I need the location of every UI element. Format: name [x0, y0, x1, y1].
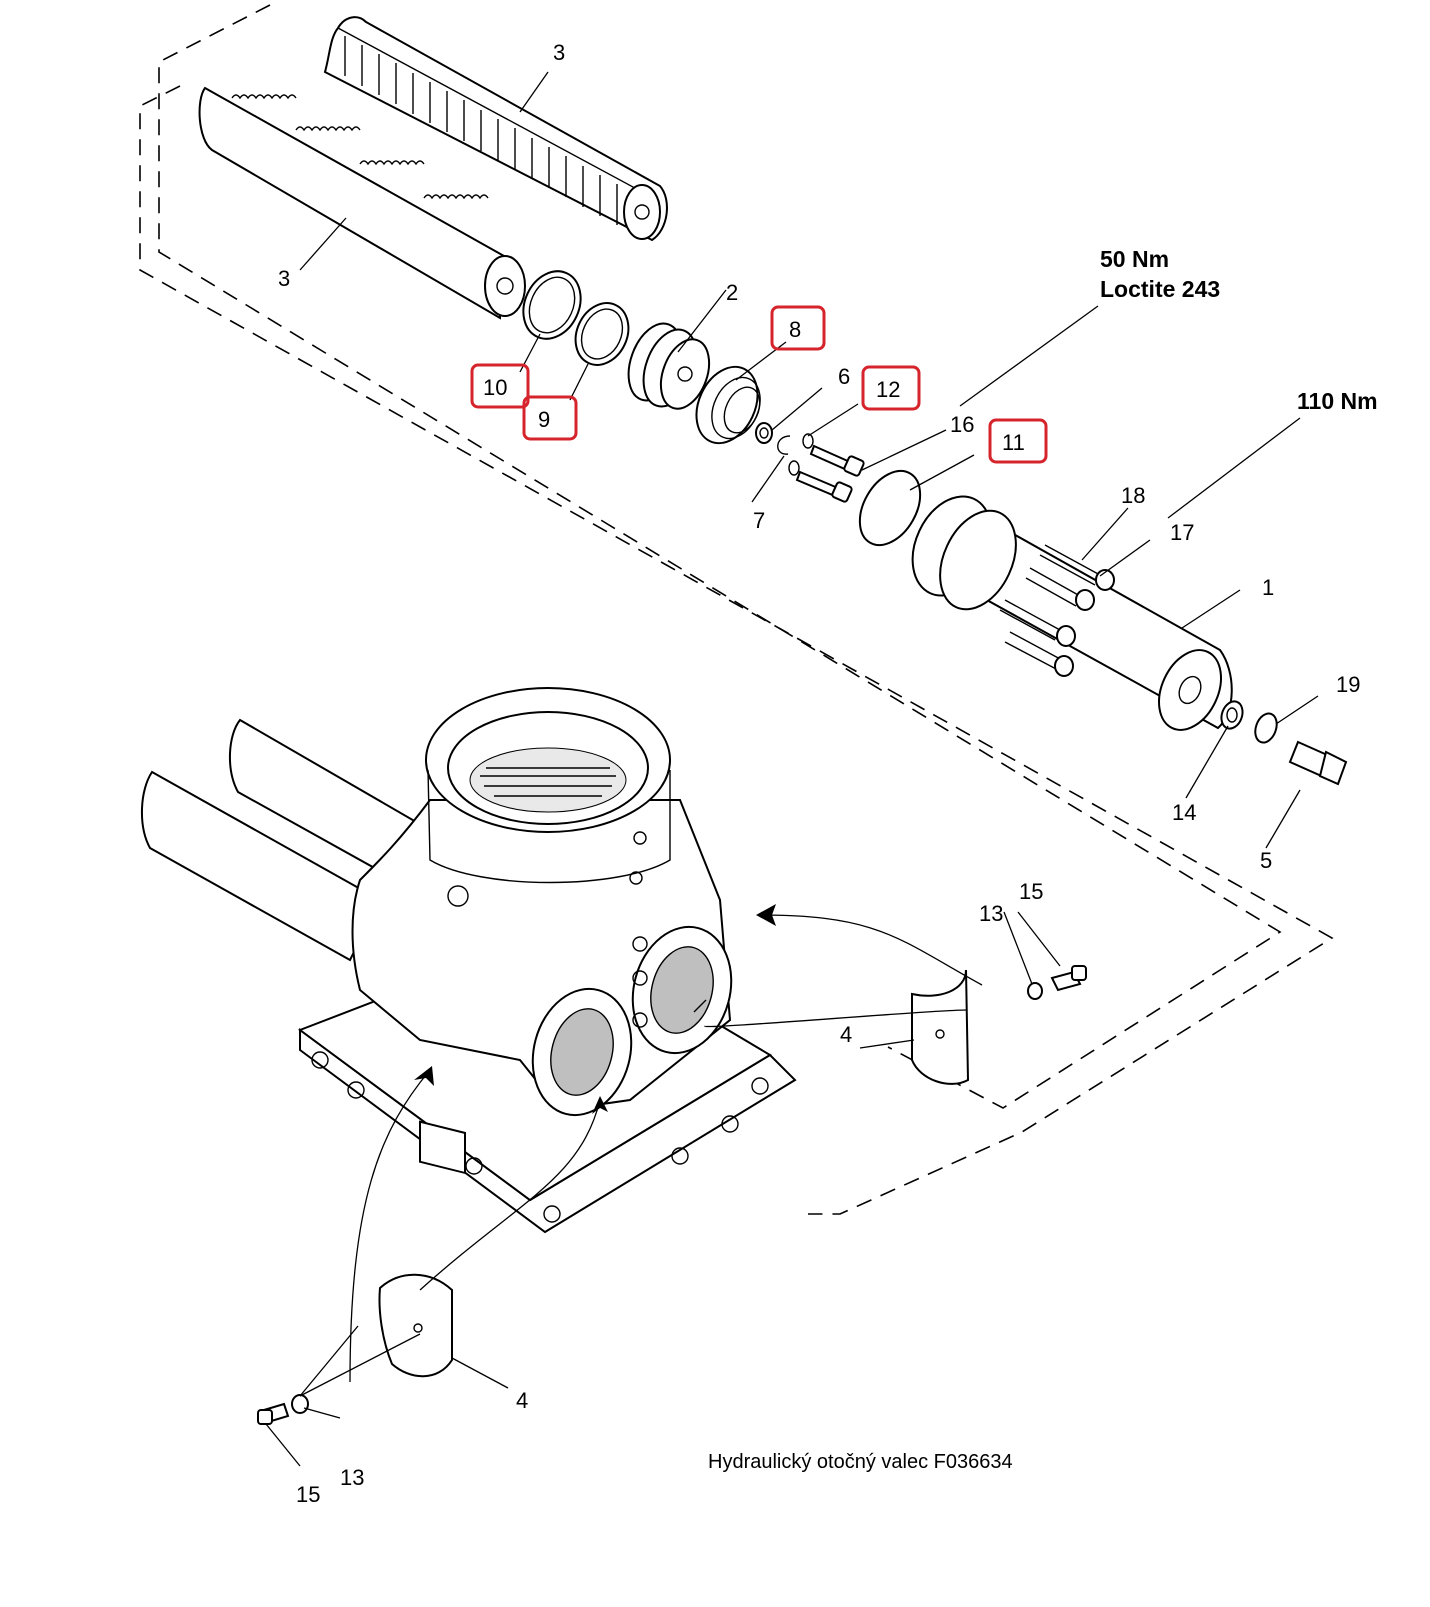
label-ring-10: 10 — [483, 375, 507, 400]
label-washer-14: 14 — [1172, 800, 1196, 825]
label-washer-6: 6 — [838, 364, 850, 389]
washer-13-bottom — [291, 1394, 309, 1414]
label-clip-7: 7 — [753, 508, 765, 533]
label-piston: 2 — [726, 280, 738, 305]
label-rack-upper: 3 — [553, 40, 565, 65]
label-screw-16: 16 — [950, 412, 974, 437]
clip-7 — [777, 435, 791, 455]
torque-loctite: Loctite 243 — [1100, 276, 1220, 302]
highlight-box-8 — [770, 305, 826, 351]
piston — [627, 322, 711, 410]
label-screw-17: 17 — [1170, 520, 1194, 545]
label-cover-bottom: 4 — [516, 1388, 528, 1413]
label-washer-13-right: 13 — [979, 901, 1003, 926]
label-ring-9: 9 — [538, 407, 550, 432]
label-cylinder-1: 1 — [1262, 575, 1274, 600]
highlight-box-9 — [522, 395, 578, 441]
label-oring-12: 12 — [876, 377, 900, 402]
plug-5 — [1288, 740, 1348, 786]
label-screw-15-bottom: 15 — [296, 1482, 320, 1507]
screw-15-bottom — [257, 1402, 290, 1425]
oring-11 — [858, 470, 922, 546]
ring-10 — [522, 270, 582, 340]
torque-110nm: 110 Nm — [1297, 388, 1378, 414]
highlight-boxes — [470, 305, 1048, 464]
valve-housing — [141, 687, 797, 1234]
label-seal-8: 8 — [789, 317, 801, 342]
cylinder-housing — [911, 495, 1233, 731]
rack-upper — [323, 16, 668, 242]
seal-8 — [695, 365, 761, 445]
washer-13-right — [1027, 982, 1043, 1000]
assembly-dashed-lines — [139, 4, 1334, 1215]
washer-6 — [755, 422, 773, 444]
washer-14 — [1220, 700, 1244, 730]
leader-lines — [265, 71, 1319, 1467]
label-screw-15-right: 15 — [1019, 879, 1043, 904]
label-oring-19: 19 — [1336, 672, 1360, 697]
part-labels: 3 3 2 8 9 10 6 7 12 16 11 1 17 18 14 19 … — [278, 40, 1360, 1507]
label-oring-11: 11 — [1002, 430, 1025, 455]
label-cover-right: 4 — [840, 1022, 852, 1047]
label-washer-13-bottom: 13 — [340, 1465, 364, 1490]
rack-lower — [198, 86, 526, 320]
highlight-box-12 — [861, 365, 921, 411]
diagram-caption: Hydraulický otočný valec F036634 — [708, 1451, 1013, 1473]
screw-15-right — [1050, 965, 1087, 992]
flow-arrows — [299, 904, 983, 1397]
highlight-box-10 — [470, 363, 530, 409]
label-rack-lower: 3 — [278, 266, 290, 291]
torque-notes: 50 Nm Loctite 243 110 Nm — [1100, 246, 1378, 414]
oring-19 — [1254, 712, 1278, 744]
ring-9 — [574, 302, 630, 366]
screw-16-pair — [795, 444, 865, 503]
cover-right — [911, 969, 970, 1085]
label-washer-18: 18 — [1121, 483, 1145, 508]
cover-bottom — [378, 1273, 453, 1378]
highlight-box-11 — [988, 418, 1048, 464]
label-plug-5: 5 — [1260, 848, 1272, 873]
oring-12-pair — [788, 433, 814, 476]
torque-50nm: 50 Nm — [1100, 246, 1169, 272]
